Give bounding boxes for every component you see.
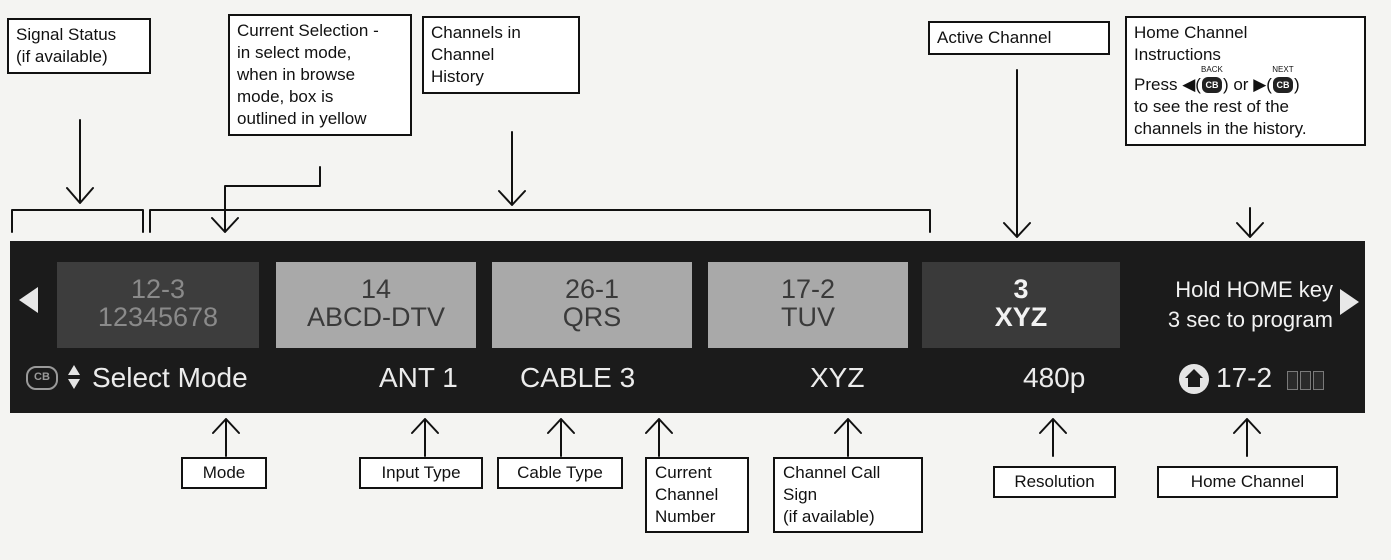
arrow-resolution	[1039, 418, 1067, 457]
tile-channel-number: 3	[1013, 274, 1029, 304]
callout-home-or-text: or	[1233, 75, 1249, 94]
bracket-history	[149, 209, 931, 233]
history-tile[interactable]: 14 ABCD-DTV	[276, 262, 476, 348]
home-key-instruction: Hold HOME key 3 sec to program	[1128, 275, 1333, 335]
back-cb-icon: BACK CB	[1201, 66, 1223, 93]
history-tile[interactable]: 17-2 TUV	[708, 262, 908, 348]
arrow-mode	[212, 418, 240, 457]
next-cb-icon: NEXT CB	[1272, 66, 1294, 93]
mode-label: Select Mode	[92, 362, 248, 393]
home-key-instruction-line2: 3 sec to program	[1167, 307, 1333, 332]
callout-home-channel: Home Channel	[1157, 466, 1338, 498]
input-type-label: ANT 1	[379, 362, 458, 393]
callout-home-rest-line1: to see the rest of the	[1134, 97, 1289, 116]
nav-right-arrow-icon[interactable]	[1340, 289, 1359, 315]
tile-channel-number: 14	[360, 274, 392, 304]
arrow-cable-type	[547, 418, 575, 457]
channel-banner: 12-3 12345678 14 ABCD-DTV 26-1 QRS 17-2 …	[10, 241, 1365, 413]
callout-current-selection-line3: when in browse	[237, 65, 356, 84]
bracket-signal	[11, 209, 144, 233]
callout-resolution: Resolution	[993, 466, 1116, 498]
active-channel-tile[interactable]: 3 XYZ	[922, 262, 1120, 348]
history-tile-signal[interactable]: 12-3 12345678	[57, 262, 259, 348]
right-triangle-icon: ▶	[1253, 75, 1267, 94]
callout-channels-history-line3: History	[431, 67, 484, 86]
cable-type-label: CABLE 3	[520, 362, 636, 393]
callout-signal-status-line1: Signal Status	[16, 25, 117, 44]
tile-channel-name: QRS	[562, 302, 622, 332]
callout-call-sign-line1: Channel Call	[783, 463, 881, 482]
cb-logo-icon: CB	[26, 366, 58, 390]
up-down-arrows-icon[interactable]	[67, 363, 81, 393]
callout-home-press-text: Press	[1134, 75, 1178, 94]
arrow-channels-history	[498, 131, 526, 206]
callout-active-channel-text: Active Channel	[937, 28, 1052, 47]
next-label: NEXT	[1272, 65, 1294, 74]
tile-channel-number: 12-3	[130, 274, 186, 304]
callout-current-channel-line2: Channel	[655, 485, 719, 504]
back-cb-label: CB	[1205, 80, 1219, 90]
home-key-instruction-line1: Hold HOME key	[1175, 277, 1333, 302]
left-triangle-icon: ◀	[1182, 75, 1196, 94]
callout-resolution-text: Resolution	[1014, 472, 1095, 491]
callout-cable-type-text: Cable Type	[517, 463, 603, 482]
next-cb-label: CB	[1276, 80, 1290, 90]
callout-current-selection-line1: Current Selection -	[237, 21, 379, 40]
resolution-label: 480p	[1023, 362, 1086, 393]
callout-current-channel-line1: Current	[655, 463, 712, 482]
callout-signal-status: Signal Status (if available)	[7, 18, 151, 74]
callout-home-title-line1: Home Channel	[1134, 23, 1248, 42]
arrow-input-type	[411, 418, 439, 457]
callout-channels-history-line1: Channels in	[431, 23, 521, 42]
callout-channel-call-sign: Channel Call Sign (if available)	[773, 457, 923, 533]
arrow-home-instructions	[1236, 207, 1264, 238]
callout-current-selection-line2: in select mode,	[237, 43, 352, 62]
arrow-current-selection	[211, 166, 321, 233]
callout-cable-type: Cable Type	[497, 457, 623, 489]
back-label: BACK	[1201, 65, 1223, 74]
callout-channels-history: Channels in Channel History	[422, 16, 580, 94]
callout-current-selection: Current Selection - in select mode, when…	[228, 14, 412, 136]
arrow-active-channel	[1003, 69, 1031, 238]
tile-channel-number: 26-1	[564, 274, 620, 304]
callout-current-channel-number: Current Channel Number	[645, 457, 749, 533]
home-icon	[1179, 364, 1209, 394]
callout-home-rest-line2: channels in the history.	[1134, 119, 1307, 138]
callout-current-selection-line4: mode, box is	[237, 87, 334, 106]
callout-signal-status-line2: (if available)	[16, 47, 108, 66]
arrow-signal-status	[66, 119, 94, 204]
home-channel-digit-slots	[1287, 371, 1326, 395]
callout-call-sign-line3: (if available)	[783, 507, 875, 526]
callout-home-title-line2: Instructions	[1134, 45, 1221, 64]
callout-call-sign-line2: Sign	[783, 485, 818, 504]
callout-home-channel-text: Home Channel	[1190, 472, 1305, 491]
tile-channel-name: ABCD-DTV	[306, 302, 445, 332]
home-channel-label: 17-2	[1216, 362, 1273, 393]
tile-channel-name: TUV	[781, 302, 835, 332]
callout-current-selection-line5: outlined in yellow	[237, 109, 367, 128]
arrow-call-sign	[834, 418, 862, 457]
callout-current-channel-line3: Number	[655, 507, 716, 526]
arrow-current-channel	[645, 418, 673, 457]
callout-mode-text: Mode	[202, 463, 246, 482]
callout-input-type-text: Input Type	[381, 463, 461, 482]
nav-left-arrow-icon[interactable]	[19, 287, 38, 313]
tile-channel-name: 12345678	[97, 302, 219, 332]
call-sign-label: XYZ	[810, 362, 865, 393]
callout-input-type: Input Type	[359, 457, 483, 489]
callout-active-channel: Active Channel	[928, 21, 1110, 55]
callout-mode: Mode	[181, 457, 267, 489]
tile-channel-number: 17-2	[780, 274, 836, 304]
tile-channel-name: XYZ	[994, 302, 1048, 332]
history-tile[interactable]: 26-1 QRS	[492, 262, 692, 348]
arrow-home-channel	[1233, 418, 1261, 457]
callout-channels-history-line2: Channel	[431, 45, 495, 64]
